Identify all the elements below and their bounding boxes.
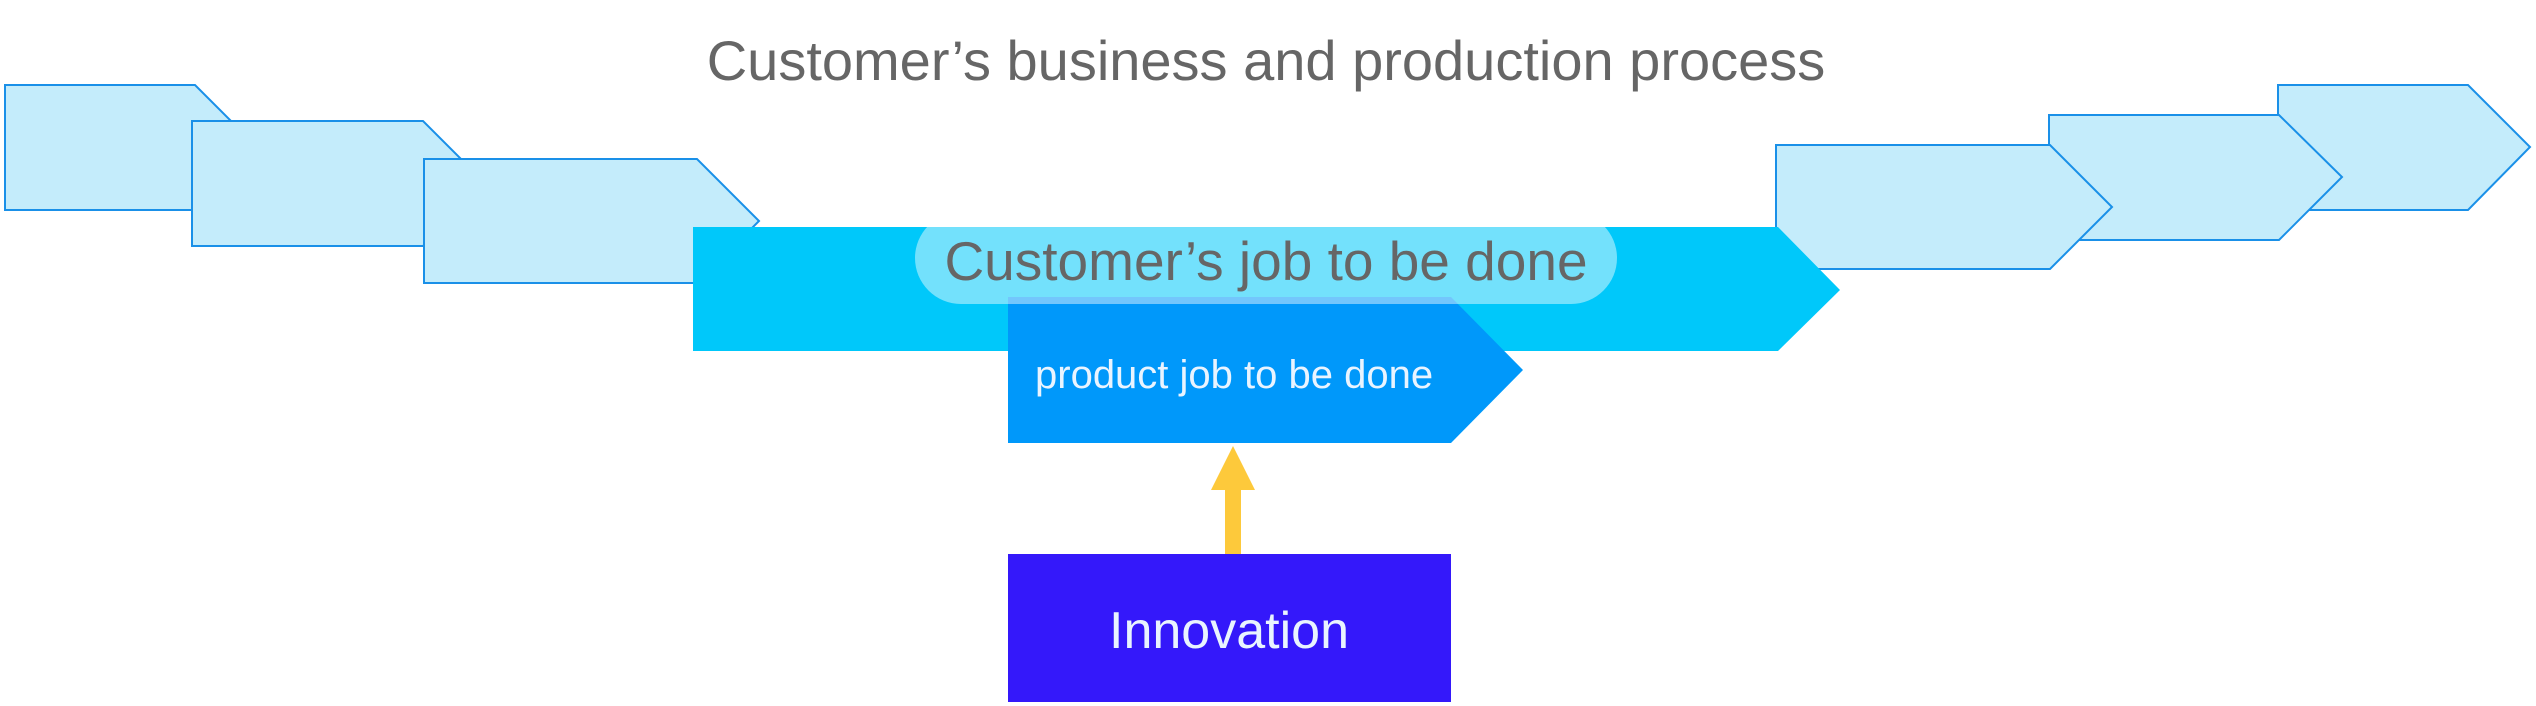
left-process-steps	[4, 84, 761, 284]
customer-job-label-pill	[915, 212, 1617, 304]
product-job-label: product job to be done	[1035, 353, 1433, 397]
up-arrow-icon	[1211, 446, 1255, 554]
customer-job-band	[693, 227, 1840, 351]
customer-job-label: Customer’s job to be done	[944, 230, 1587, 292]
innovation-label: Innovation	[1109, 602, 1349, 660]
diagram-title: Customer’s business and production proce…	[707, 29, 1826, 92]
product-job-band	[1008, 297, 1523, 443]
process-step-right-1	[1775, 144, 2114, 270]
right-process-steps	[1775, 84, 2532, 270]
innovation-box	[1008, 554, 1451, 702]
